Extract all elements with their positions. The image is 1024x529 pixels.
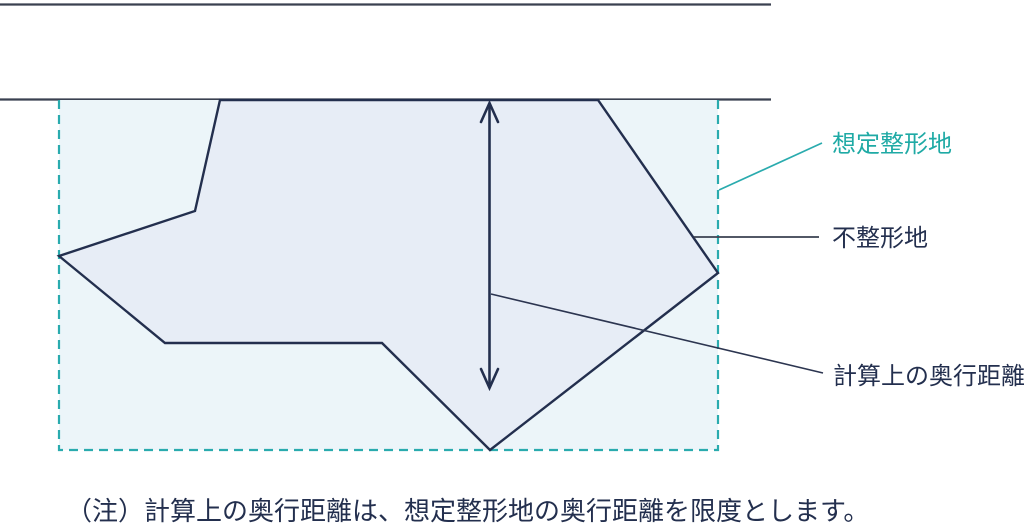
label-assumed-shaped-land: 想定整形地 [832,131,952,158]
irregular-plot-polygon [56,98,720,452]
depth-arrow [479,99,500,392]
depth-arrow-head-down-icon [479,367,500,392]
assumed-plot-dashed-border [57,100,720,452]
leader-line-assumed-plot [718,142,823,191]
depth-arrow-head-up-icon [479,99,500,124]
footnote: （注）計算上の奥行距離は、想定整形地の奥行距離を限度とします。 [66,496,869,526]
label-irregular-land: 不整形地 [832,225,928,252]
label-calculated-depth-distance: 計算上の奥行距離 [833,363,1024,390]
leader-line-depth-distance [490,293,824,374]
